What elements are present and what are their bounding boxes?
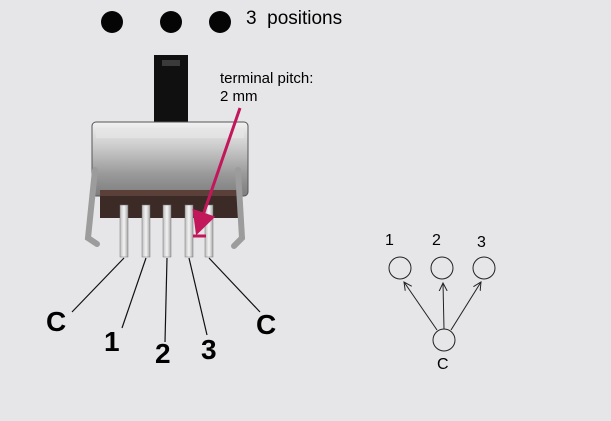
- pin-label-2: 2: [155, 338, 171, 369]
- pitch-annotation-line2: 2 mm: [220, 88, 258, 105]
- schematic-contact-2: [430, 256, 454, 280]
- schematic-contact-1: [388, 256, 412, 280]
- pin-label-3: 3: [201, 334, 217, 365]
- schematic-label-3: 3: [477, 234, 486, 251]
- pitch-annotation: terminal pitch: 2 mm: [220, 70, 313, 106]
- switch-schematic: [388, 256, 496, 352]
- pitch-annotation-line1: terminal pitch:: [220, 70, 314, 87]
- schematic-contact-3: [472, 256, 496, 280]
- switch-housing: [91, 121, 249, 218]
- schematic-label-c: C: [437, 356, 449, 373]
- pitch-arrow: [192, 107, 242, 236]
- position-dot-1: [101, 11, 123, 33]
- switch-actuator: [154, 55, 188, 125]
- positions-label: 3 positions: [246, 8, 343, 29]
- pin-leader-lines: [71, 257, 261, 343]
- position-dot-3: [209, 11, 231, 33]
- schematic-label-1: 1: [385, 232, 394, 249]
- schematic-common: [432, 328, 456, 352]
- schematic-label-2: 2: [432, 232, 441, 249]
- mounting-legs: [84, 167, 246, 249]
- pin-label-c-left: C: [46, 306, 67, 337]
- pin-label-1: 1: [104, 326, 120, 357]
- position-dot-2: [160, 11, 182, 33]
- pin-label-c-right: C: [256, 309, 277, 340]
